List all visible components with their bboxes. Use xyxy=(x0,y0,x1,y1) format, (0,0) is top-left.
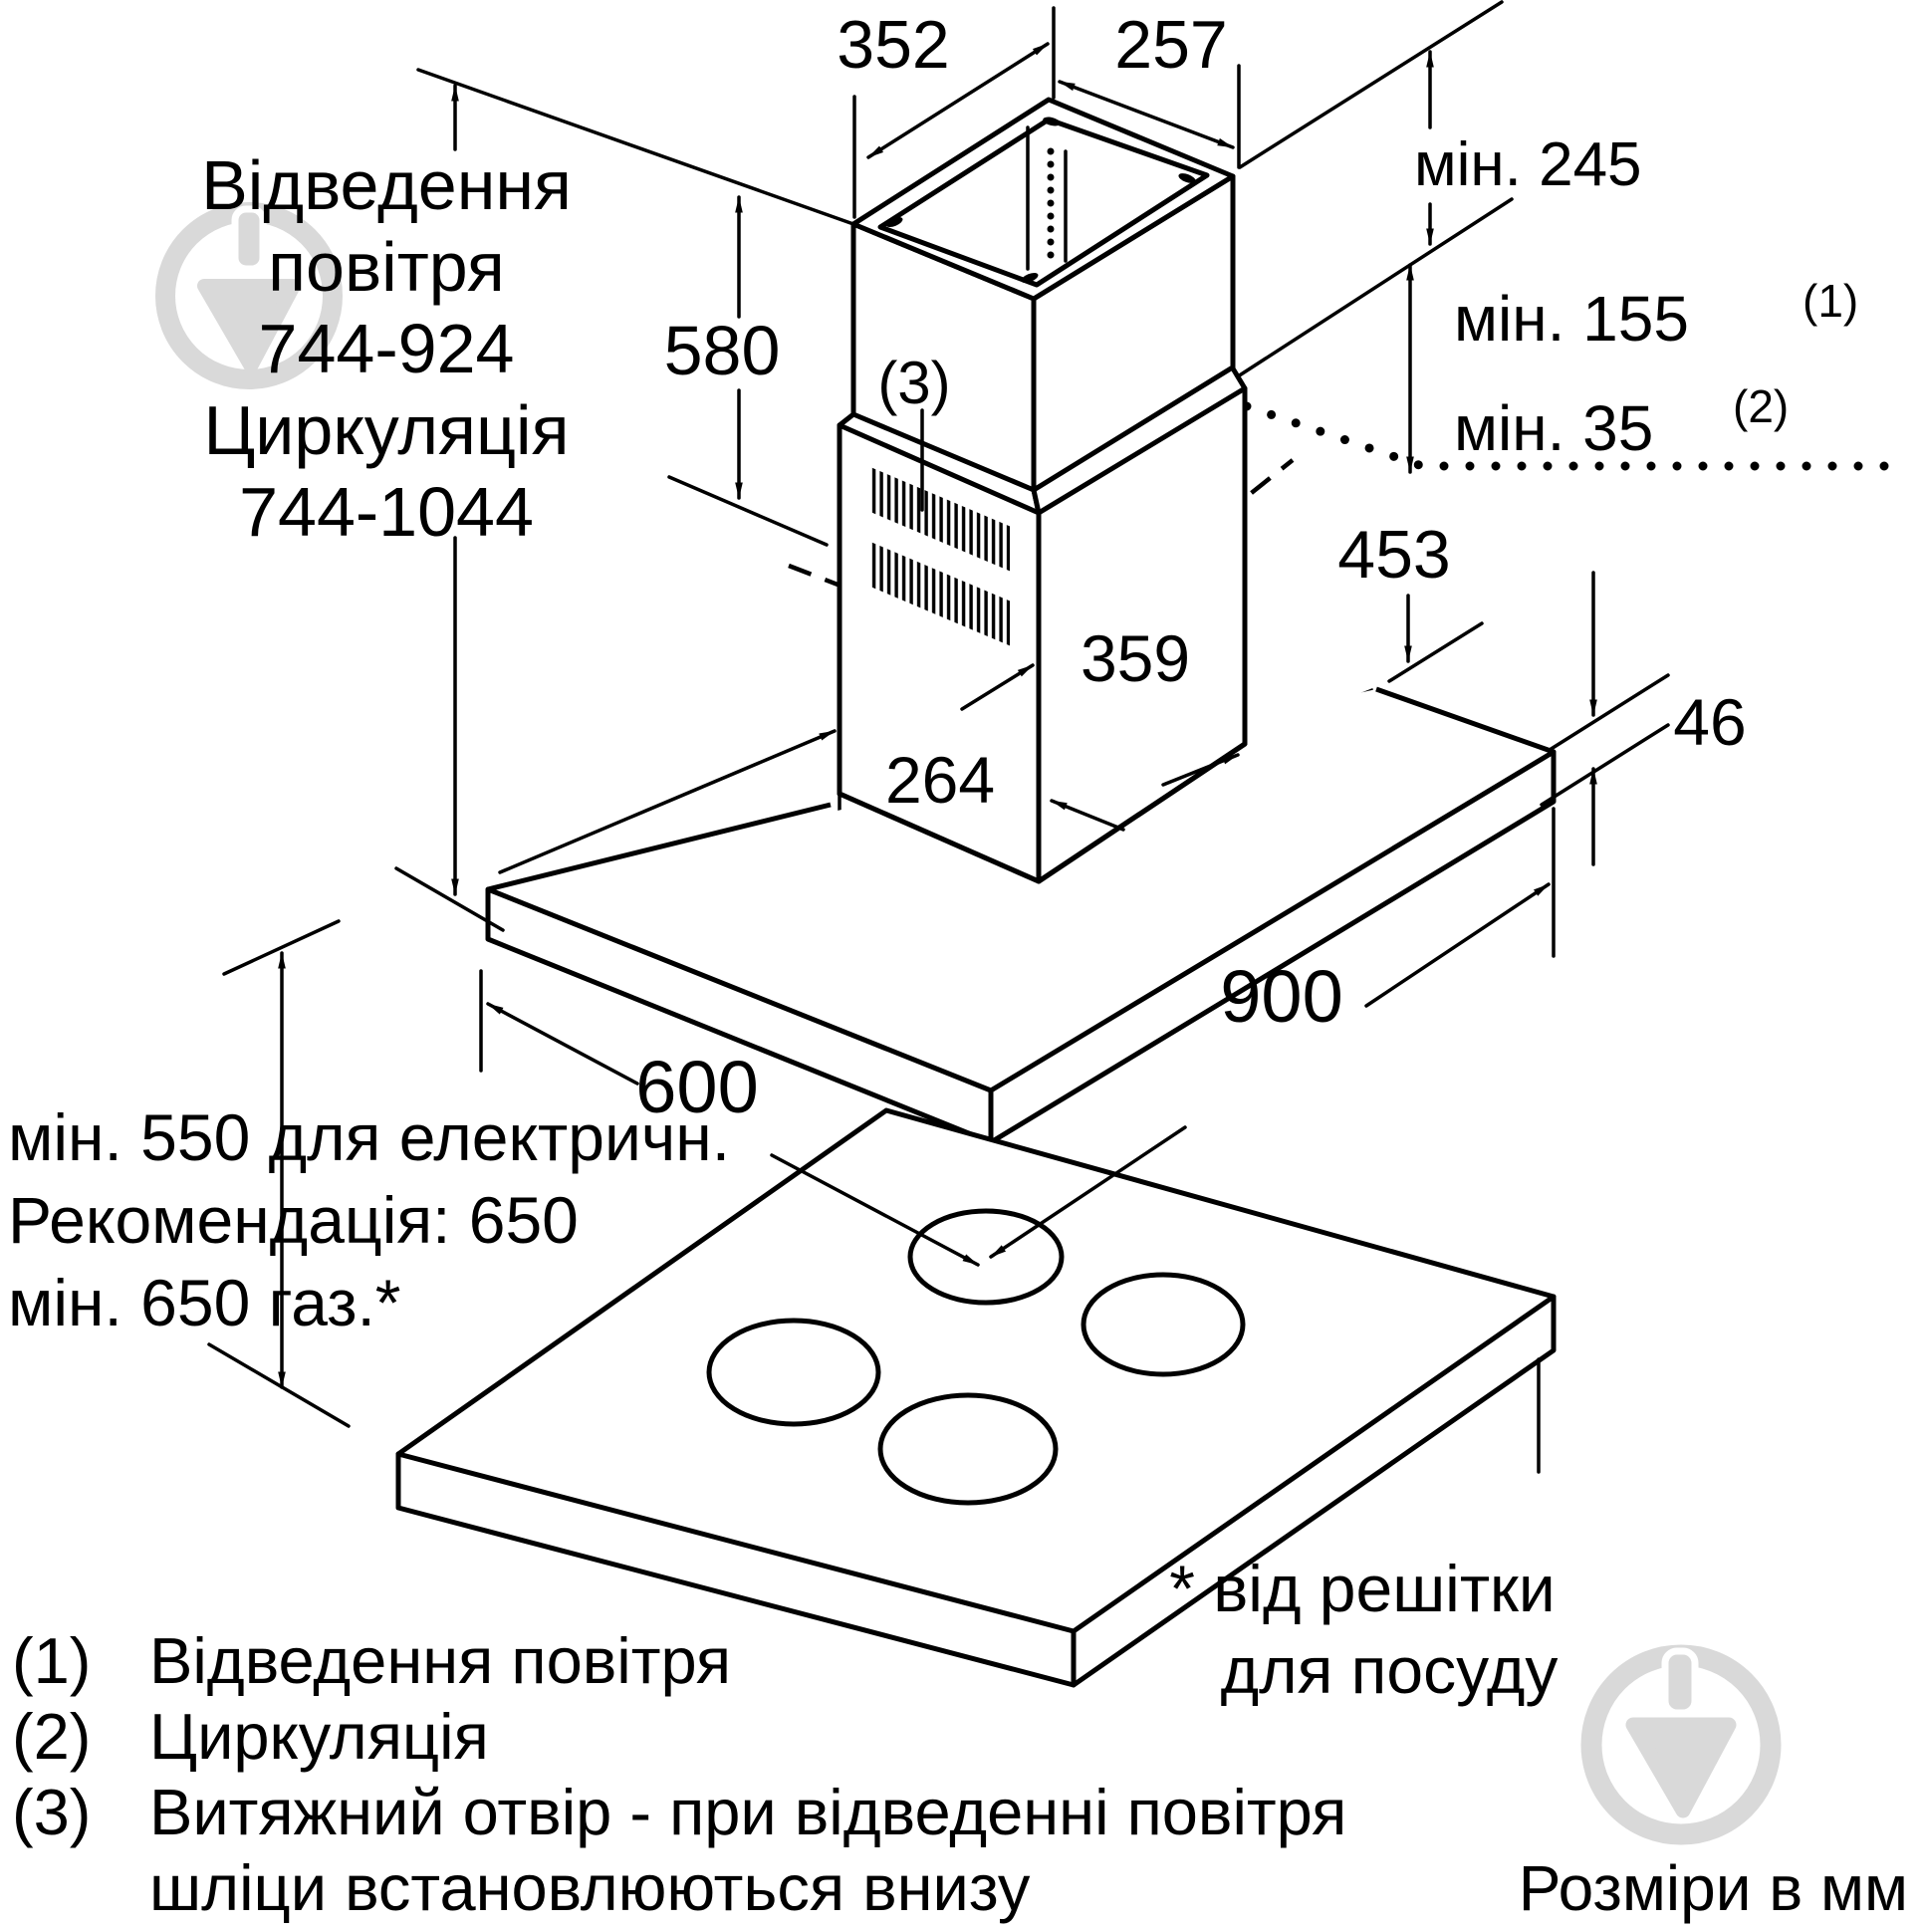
clearance-line-3: мін. 650 газ.* xyxy=(8,1266,401,1339)
legend-num-3: (3) xyxy=(12,1776,91,1848)
dim257-label: 257 xyxy=(1114,7,1227,83)
thickness-tick-bottom xyxy=(1540,723,1670,807)
clearance-line-1: мін. 550 для електричн. xyxy=(8,1100,730,1174)
thickness-tick-top xyxy=(1540,673,1670,757)
clearance-top-tick xyxy=(222,919,341,976)
dimension-arrows xyxy=(278,42,1597,1389)
burner-ellipse xyxy=(877,1392,1059,1506)
cooktop-corner-tick xyxy=(207,1342,351,1428)
hood-corner-tick xyxy=(394,866,505,932)
burner-ellipse xyxy=(1081,1272,1246,1377)
legend-label-1: Відведення повітря xyxy=(149,1624,731,1697)
dim600-label: 600 xyxy=(635,1046,758,1128)
dim900-arrow-upper xyxy=(1364,882,1551,1008)
dim264-label: 264 xyxy=(885,743,995,817)
screw-mark xyxy=(1021,272,1039,284)
dim600-arrow-lower xyxy=(770,1153,980,1267)
mode-line-5: 744-1044 xyxy=(239,473,534,551)
dim359-arrow-right xyxy=(1161,753,1240,787)
units-note: Розміри в мм xyxy=(1519,1852,1908,1924)
legend-label-3: Витяжний отвір - при відведенні повітря xyxy=(149,1776,1346,1848)
dim600-arrow-upper xyxy=(486,1002,639,1086)
chimney-top-extension-line xyxy=(416,68,855,226)
screw-mark xyxy=(1178,173,1196,183)
vent-callout-label: (3) xyxy=(877,350,950,416)
mode-line-3: 744-924 xyxy=(259,310,515,387)
chimney-base-edges xyxy=(837,741,1248,884)
watermark-logo-top xyxy=(155,202,343,389)
dim155-ref: (1) xyxy=(1803,275,1858,327)
chimney-seam-lower xyxy=(837,385,1248,516)
dim359-arrow-left xyxy=(1050,799,1125,832)
dim245-label: мін. 245 xyxy=(1414,130,1642,199)
screw-mark xyxy=(885,216,903,228)
burner-ellipse xyxy=(706,1318,881,1427)
mode-line-4: Циркуляція xyxy=(204,391,570,469)
legend-num-2: (2) xyxy=(12,1700,91,1773)
watermark-logo-bottom xyxy=(1580,1644,1782,1845)
vent-slots-hatch xyxy=(870,464,1010,646)
dim359-label: 359 xyxy=(1081,621,1190,695)
dim257-arrow xyxy=(1058,80,1235,149)
extension-lines xyxy=(207,0,1670,1474)
legend-label-2: Циркуляція xyxy=(149,1700,489,1773)
footnote-line-1: * від решітки xyxy=(1169,1552,1556,1625)
seam-extension-line xyxy=(1236,197,1514,378)
dim453-bottom-tick xyxy=(1387,621,1484,683)
dim352-arrow xyxy=(866,42,1050,159)
dim264-arrow-right xyxy=(960,663,1035,711)
footnote-line-2: для посуду xyxy=(1221,1633,1559,1707)
ceiling-extension-line xyxy=(1238,0,1504,169)
chimney-580-bottom-tick xyxy=(667,475,829,547)
clearance-line-2: Рекомендація: 650 xyxy=(8,1183,579,1257)
dim35-label: мін. 35 xyxy=(1454,392,1653,464)
cooktop xyxy=(395,1107,1557,1688)
legend-label-4: шліци встановлюються внизу xyxy=(149,1851,1031,1924)
chimney-duct xyxy=(837,97,1248,884)
dim900-label: 900 xyxy=(1220,955,1342,1038)
mode-line-1: Відведення xyxy=(201,146,572,224)
dim35-ref: (2) xyxy=(1733,380,1789,432)
dim46-label: 46 xyxy=(1673,685,1746,759)
dim453-label: 453 xyxy=(1337,517,1450,593)
mode-line-2: повітря xyxy=(268,228,505,306)
legend-num-1: (1) xyxy=(12,1624,91,1697)
dim900-arrow-lower xyxy=(989,1125,1187,1259)
chimney-seam-upper xyxy=(850,365,1234,493)
dim580-label: 580 xyxy=(664,312,781,389)
dim352-label: 352 xyxy=(837,7,949,83)
recirc-level-diagonal-dotted xyxy=(1242,401,1427,471)
dim155-label: мін. 155 xyxy=(1454,283,1689,355)
dim264-arrow-left xyxy=(498,729,837,874)
